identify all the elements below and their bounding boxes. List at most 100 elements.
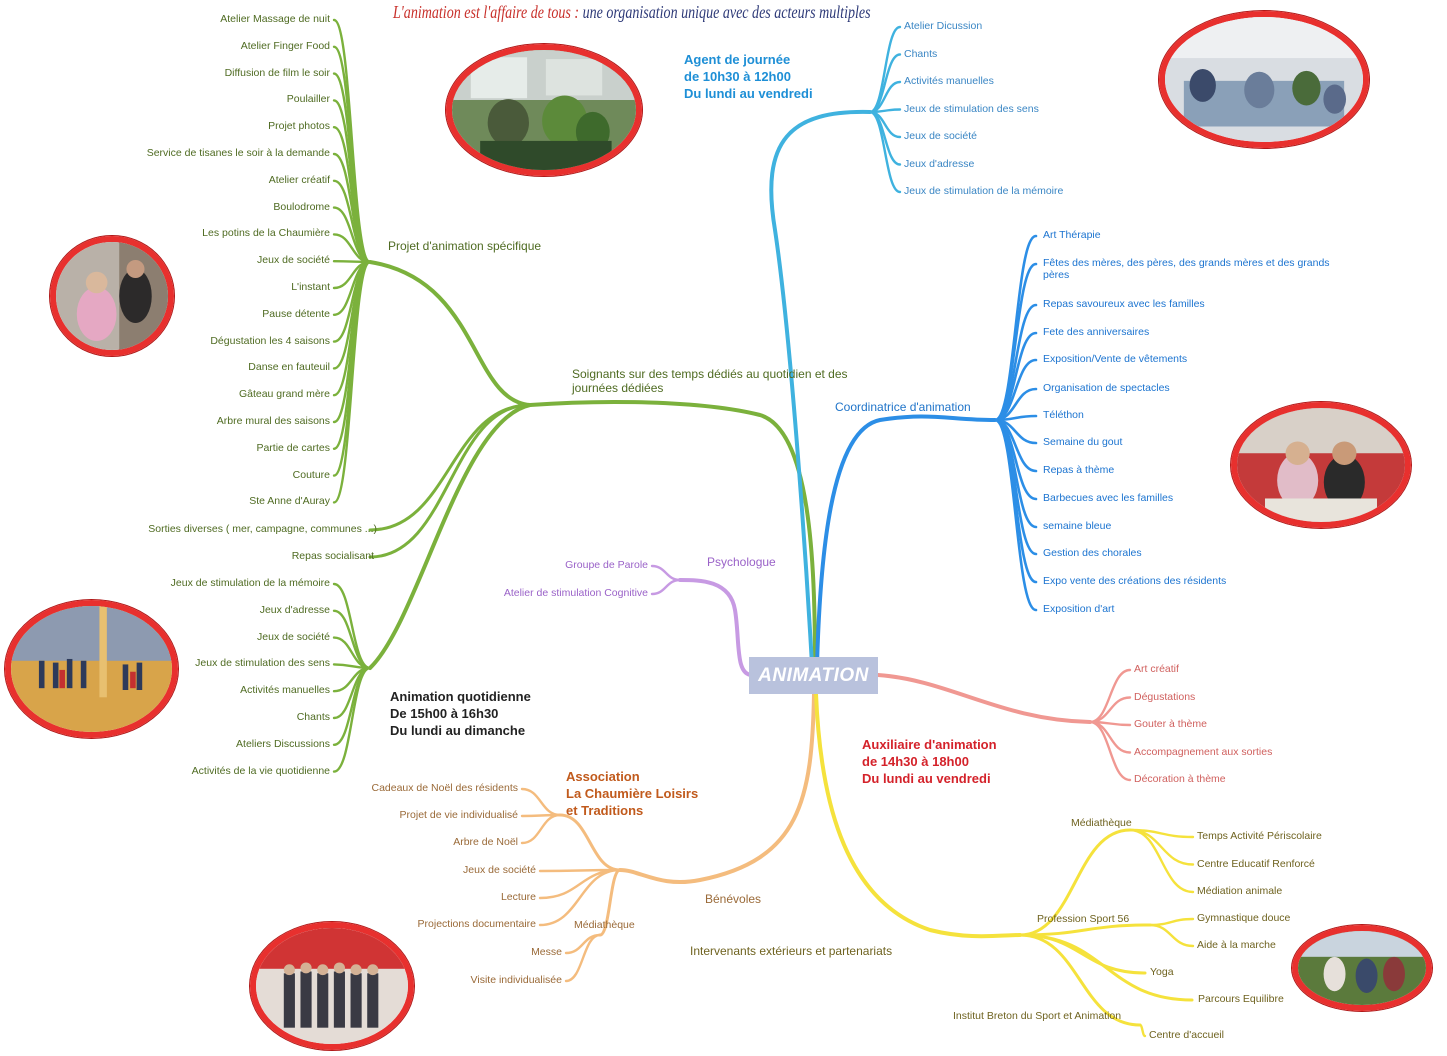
specific-item: Atelier Massage de nuit <box>220 13 330 25</box>
coordinatrice-item: Fete des anniversaires <box>1043 326 1150 338</box>
auxiliaire-link-4 <box>1088 720 1132 782</box>
page-title: L'animation est l'affaire de tous : une … <box>393 2 871 23</box>
specific-item: Pause détente <box>262 307 330 320</box>
intervenants-label[interactable]: Intervenants extérieurs et partenariats <box>690 944 893 958</box>
coordinatrice-item: Gestion des chorales <box>1043 547 1142 559</box>
auxiliaire-item: Décoration à thème <box>1134 773 1226 785</box>
sorties-item: Sorties diverses ( mer, campagne, commun… <box>148 523 377 535</box>
association-link-2 <box>520 813 562 845</box>
auxiliaire-item: Accompagnement aux sorties <box>1134 745 1273 758</box>
coordinatrice-item: Repas à thème <box>1043 464 1115 476</box>
specific-item: Les potins de la Chaumière <box>202 227 330 240</box>
coordinatrice-label[interactable]: Coordinatrice d'animation <box>835 400 971 414</box>
auxiliaire-item: Dégustations <box>1134 690 1196 703</box>
benevoles-mediatheque-item: Messe <box>531 946 562 958</box>
parcours-link <box>1018 933 1194 1002</box>
association-link <box>558 813 622 872</box>
auxiliaire-line-2: de 14h30 à 18h00 <box>862 754 969 769</box>
agent-item: Atelier Dicussion <box>904 20 983 32</box>
specific-item: Projet photos <box>268 120 330 133</box>
interv-mediatheque-link-2 <box>1128 828 1195 894</box>
psychologue-link-1 <box>650 578 682 596</box>
coordinatrice-item: Barbecues avec les familles <box>1043 492 1174 504</box>
coordinatrice-item: Téléthon <box>1043 409 1084 421</box>
association-link-0 <box>520 787 562 817</box>
specific-item: Atelier Finger Food <box>240 39 330 52</box>
daily-animation-line-2: De 15h00 à 16h30 <box>390 706 499 721</box>
benevoles-mediatheque-item: Visite individualisée <box>470 974 562 986</box>
psychologue-item: Atelier de stimulation Cognitive <box>503 587 648 599</box>
institut-label[interactable]: Institut Breton du Sport et Animation <box>953 1010 1122 1022</box>
institut-link-0 <box>1138 1023 1147 1038</box>
specific-item: Boulodrome <box>273 200 330 213</box>
specific-item: Poulailler <box>286 93 330 106</box>
daily-item: Activités manuelles <box>240 684 330 697</box>
benevoles-direct-item: Projections documentaire <box>417 918 536 930</box>
daily-item: Jeux de stimulation de la mémoire <box>170 577 330 589</box>
agent-item: Jeux de stimulation des sens <box>904 102 1039 115</box>
interv-mediatheque-item: Médiation animale <box>1197 885 1283 897</box>
interv-mediatheque-item: Temps Activité Périscolaire <box>1197 830 1322 842</box>
photo-group <box>250 922 414 1050</box>
agent-line-3: Du lundi au vendredi <box>684 86 813 101</box>
psychologue-label[interactable]: Psychologue <box>707 555 776 569</box>
agent-item: Jeux de société <box>904 130 977 142</box>
agent-item: Chants <box>904 47 938 60</box>
agent-line-1: Agent de journée <box>684 52 791 67</box>
agent-line-2: de 10h30 à 12h00 <box>684 69 791 84</box>
photo-two-residents <box>1231 402 1411 528</box>
green-branch-label[interactable]: Soignants sur des temps dédiés au quotid… <box>572 367 848 395</box>
psychologue-item: Groupe de Parole <box>565 559 648 571</box>
auxiliaire-link-0 <box>1088 668 1132 724</box>
agent-item: Jeux de stimulation de la mémoire <box>904 185 1064 197</box>
sport-link <box>1018 923 1152 937</box>
auxiliaire-item: Art créatif <box>1134 663 1179 675</box>
specific-item: Diffusion de film le soir <box>224 66 330 79</box>
green-trunk <box>528 400 817 667</box>
coordinatrice-item: Fêtes des mères, des pères, des grands m… <box>1043 257 1330 282</box>
intervenants-trunk <box>814 692 1022 939</box>
specific-project-label[interactable]: Projet d'animation spécifique <box>388 239 542 253</box>
specific-item: Ste Anne d'Auray <box>249 495 330 508</box>
parcours-item: Parcours Equilibre <box>1198 993 1284 1005</box>
specific-item: Partie de cartes <box>256 441 330 454</box>
specific-item: Atelier créatif <box>268 173 330 186</box>
benevoles-label[interactable]: Bénévoles <box>705 892 762 906</box>
specific-item: Danse en fauteuil <box>248 361 330 374</box>
yoga-link <box>1018 933 1147 975</box>
coordinatrice-item: semaine bleue <box>1043 520 1112 532</box>
benevoles-direct-item: Jeux de société <box>463 864 536 876</box>
specific-item: Arbre mural des saisons <box>216 415 330 427</box>
photo-gym-hall <box>5 600 178 738</box>
coordinatrice-item: Exposition d'art <box>1043 603 1115 615</box>
auxiliaire-item: Gouter à thème <box>1134 718 1207 730</box>
association-line-3: et Traditions <box>566 803 644 818</box>
benevoles-direct-link-2 <box>538 868 622 927</box>
daily-item: Jeux d'adresse <box>259 603 330 616</box>
intervenants-mediatheque-label[interactable]: Médiathèque <box>1071 817 1132 829</box>
daily-link-7 <box>332 666 372 773</box>
institut-item: Centre d'accueil <box>1149 1029 1224 1041</box>
association-item: Cadeaux de Noël des résidents <box>371 782 518 794</box>
psychologue-trunk <box>678 578 754 677</box>
sport-item: Aide à la marche <box>1197 939 1276 951</box>
sport-link-0 <box>1148 917 1195 927</box>
auxiliaire-link-1 <box>1088 696 1132 724</box>
daily-item: Chants <box>296 711 330 723</box>
benevoles-mediatheque-label[interactable]: Médiathèque <box>574 919 635 931</box>
coordinatrice-item: Organisation de spectacles <box>1043 382 1170 394</box>
coordinatrice-item: Art Thérapie <box>1043 229 1101 241</box>
daily-item: Jeux de société <box>257 630 330 643</box>
title-part-2: une organisation unique avec des acteurs… <box>582 2 871 22</box>
coordinatrice-trunk <box>815 414 997 667</box>
benevoles-mediatheque-link <box>598 868 622 937</box>
agent-item: Activités manuelles <box>904 75 994 87</box>
association-item: Projet de vie individualisé <box>399 809 518 821</box>
specific-item: Gâteau grand mère <box>238 388 330 401</box>
benevoles-direct-item: Lecture <box>500 891 536 903</box>
auxiliaire-line-3: Du lundi au vendredi <box>862 771 991 786</box>
specific-item: Couture <box>292 468 330 481</box>
central-node[interactable]: ANIMATION <box>749 657 878 694</box>
sport-label[interactable]: Profession Sport 56 <box>1037 913 1130 925</box>
coordinatrice-link-11 <box>993 418 1038 556</box>
